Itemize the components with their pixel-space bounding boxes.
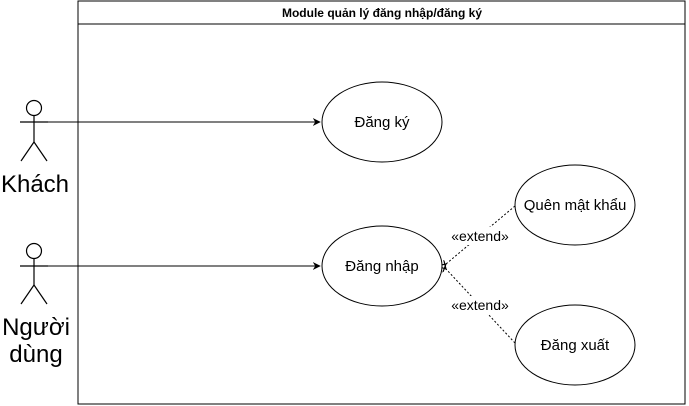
use-case-login[interactable]: Đăng nhập — [321, 225, 443, 307]
use-case-register-label: Đăng ký — [354, 114, 410, 131]
extend-label-bg — [446, 227, 516, 245]
extend-label-logout: «extend» — [451, 297, 509, 313]
use-case-forgot-password-label: Quên mật khẩu — [524, 197, 627, 214]
actor-guest[interactable]: Khách — [1, 99, 69, 199]
extend-line-logout — [446, 269, 516, 344]
use-case-forgot-password[interactable]: Quên mật khẩu — [514, 164, 636, 246]
actor-user-label-line1: Người — [2, 314, 70, 341]
use-case-logout-label: Đăng xuất — [541, 337, 610, 354]
use-case-login-label: Đăng nhập — [345, 258, 418, 275]
use-case-register[interactable]: Đăng ký — [321, 81, 443, 163]
use-case-logout[interactable]: Đăng xuất — [514, 304, 636, 386]
actor-guest-label: Khách — [1, 171, 69, 198]
actor-user-label-line2: dùng — [9, 341, 62, 368]
system-title: Module quản lý đăng nhập/đăng ký — [282, 6, 482, 20]
extend-label-bg — [446, 296, 516, 314]
extend-label-forgot-password: «extend» — [451, 228, 509, 244]
actor-user-figure — [20, 242, 48, 305]
actor-user[interactable]: Người dùng — [2, 242, 70, 369]
actor-guest-figure — [20, 99, 48, 162]
